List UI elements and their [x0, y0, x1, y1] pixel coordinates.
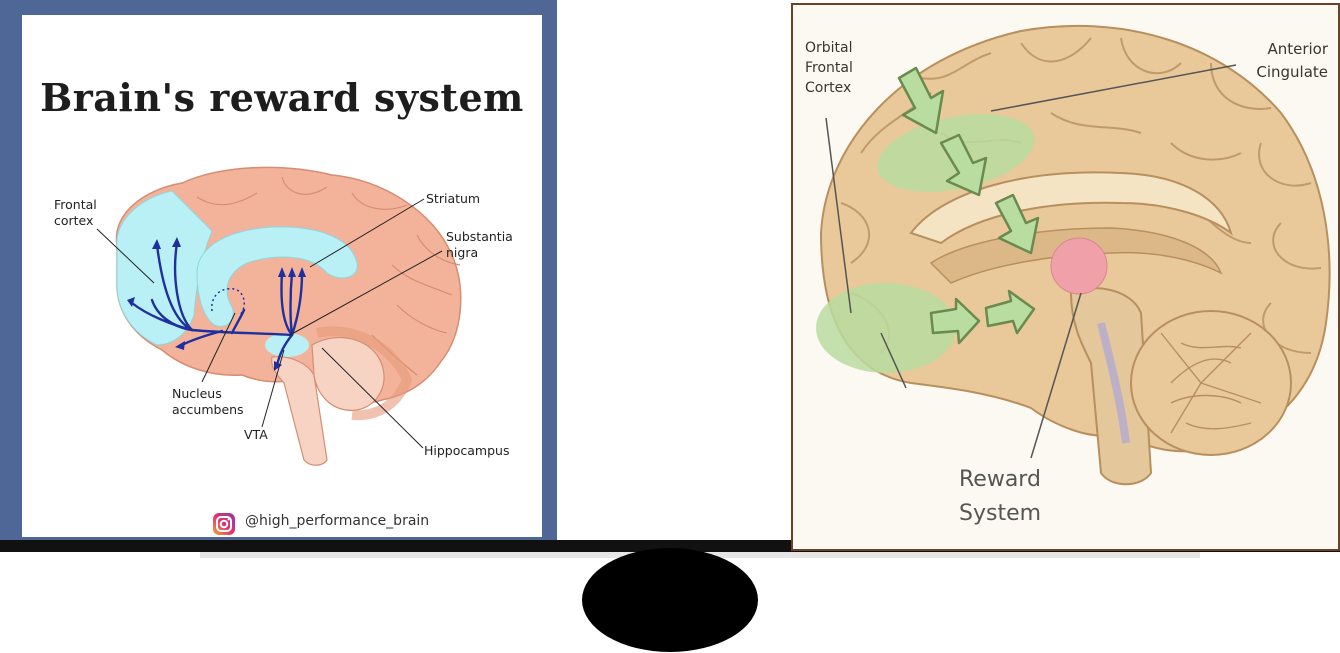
author-credit: @high_performance_brain — [245, 513, 429, 529]
label-orbital-frontal-cortex: Orbital Frontal Cortex — [805, 38, 853, 98]
label-reward-line2: System — [959, 497, 1041, 531]
label-orbital-line2: Frontal — [805, 58, 853, 78]
right-brain-diagram — [791, 3, 1340, 551]
label-frontal-cortex-line2: cortex — [54, 213, 97, 229]
label-substantia-nigra-line1: Substantia — [446, 229, 513, 245]
label-anterior-cingulate: Anterior Cingulate — [1238, 38, 1328, 84]
label-nucleus-accumbens-line1: Nucleus — [172, 386, 244, 402]
label-reward-line1: Reward — [959, 463, 1041, 497]
left-figure-frame: Brain's reward system — [0, 0, 557, 552]
left-figure-canvas: Brain's reward system — [22, 15, 542, 537]
right-cerebellum-shape — [1131, 311, 1291, 455]
label-anterior-line2: Cingulate — [1238, 61, 1328, 84]
label-orbital-line1: Orbital — [805, 38, 853, 58]
label-substantia-nigra: Substantia nigra — [446, 229, 513, 261]
label-orbital-line3: Cortex — [805, 78, 853, 98]
reward-center-region — [1051, 238, 1107, 294]
label-frontal-cortex-line1: Frontal — [54, 197, 97, 213]
label-substantia-nigra-line2: nigra — [446, 245, 513, 261]
label-nucleus-accumbens-line2: accumbens — [172, 402, 244, 418]
label-hippocampus: Hippocampus — [424, 443, 509, 459]
right-figure-frame: Orbital Frontal Cortex Anterior Cingulat… — [791, 3, 1340, 551]
label-reward-system: Reward System — [959, 463, 1041, 531]
vta-region — [265, 333, 309, 357]
label-striatum: Striatum — [426, 191, 480, 207]
label-nucleus-accumbens: Nucleus accumbens — [172, 386, 244, 418]
label-frontal-cortex: Frontal cortex — [54, 197, 97, 229]
label-anterior-line1: Anterior — [1238, 38, 1328, 61]
label-vta: VTA — [244, 427, 268, 443]
